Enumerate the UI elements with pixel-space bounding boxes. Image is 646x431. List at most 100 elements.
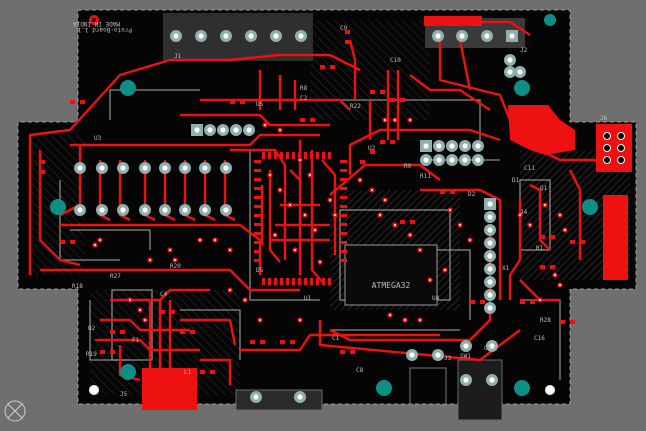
smd-pad-27 [540, 235, 545, 239]
qfp-pad-left-5 [254, 196, 261, 199]
bottom-pad-3 [460, 340, 472, 352]
via-48 [417, 317, 423, 323]
silk-label-r8: R8 [300, 85, 308, 92]
smd-pad-26 [210, 370, 215, 374]
bottom-pad-4 [486, 340, 498, 352]
header-row-mid [191, 124, 255, 136]
smd-pad-20 [190, 330, 195, 334]
via-16 [417, 247, 423, 253]
j1-pad-1-drill [173, 33, 179, 39]
via-6 [272, 232, 278, 238]
bottom-pad-9 [504, 54, 516, 66]
smd-pad-53 [570, 240, 575, 244]
silk-label-r18: R18 [72, 283, 83, 290]
vert-pad-6 [484, 263, 496, 275]
vert-pad-8 [484, 289, 496, 301]
bottom-pad-8 [294, 391, 306, 403]
via-23-drill [429, 279, 431, 281]
hdr2x5-pad-8 [446, 154, 458, 166]
left-pad-top-7 [199, 162, 211, 174]
via-14-drill [394, 224, 396, 226]
qfp-pad-top-8 [304, 152, 307, 159]
via-22 [467, 237, 473, 243]
left-pad-top-8 [220, 162, 232, 174]
ic-main-body [344, 244, 438, 306]
qfp-pad-right-7 [340, 214, 347, 217]
j2-pad-2 [456, 30, 468, 42]
bottom-pad-10 [514, 66, 526, 78]
left-pad-top-4 [139, 162, 151, 174]
j6-pin-1 [603, 132, 611, 140]
silk-label-sw1: SW1 [460, 353, 471, 360]
qfp-pad-right-3 [340, 178, 347, 181]
qfp-pad-bottom-2 [268, 278, 271, 285]
via-29-drill [174, 259, 176, 261]
silk-label-q2: Q2 [88, 325, 96, 332]
via-49 [97, 237, 103, 243]
silk-label-r28: R28 [540, 317, 551, 324]
via-40 [562, 227, 568, 233]
left-pad-top-2 [96, 162, 108, 174]
j1-pad-5 [270, 30, 282, 42]
ic-main[interactable]: ATMEGA32 [344, 244, 438, 306]
mount-hole-3 [50, 199, 66, 215]
bottom-pad-11 [504, 66, 516, 78]
bottom-pad-4-drill [489, 343, 495, 349]
smd-pad-33 [560, 320, 565, 324]
via-18-drill [371, 189, 373, 191]
via-9-drill [329, 199, 331, 201]
smd-pad-9 [380, 140, 385, 144]
vert-pad-9 [484, 302, 496, 314]
vert-pad-3 [484, 224, 496, 236]
left-pad-bot-7 [199, 204, 211, 216]
via-29 [172, 257, 178, 263]
vias [92, 117, 568, 323]
via-23 [427, 277, 433, 283]
j1-pad-1 [170, 30, 182, 42]
via-1 [267, 172, 273, 178]
hdr2x5-pad-4 [459, 140, 471, 152]
via-7-drill [294, 249, 296, 251]
via-53 [382, 117, 388, 123]
hdr2x5-pad-1-drill [423, 143, 429, 149]
bottom-pad-2 [432, 349, 444, 361]
silk-label-d5: D5 [256, 267, 264, 274]
left-pad-top-8-drill [223, 165, 229, 171]
smd-pad-3 [370, 90, 375, 94]
bottom-pad-10-drill [517, 69, 523, 75]
via-46 [387, 312, 393, 318]
silk-label-u1: U1 [304, 295, 312, 302]
via-4-drill [304, 214, 306, 216]
j1-pad-4 [245, 30, 257, 42]
qfp-pad-bottom-5 [286, 278, 289, 285]
smd-pad-19 [180, 330, 185, 334]
via-27-drill [229, 249, 231, 251]
via-2 [277, 187, 283, 193]
silk-label-c11: C11 [524, 165, 535, 172]
left-pad-top-3-drill [120, 165, 126, 171]
smd-pad-21 [110, 330, 115, 334]
smd-pad-12 [360, 160, 365, 164]
via-13-drill [379, 214, 381, 216]
via-33-drill [129, 299, 131, 301]
vert-pad-5-drill [487, 253, 493, 259]
silk-label-q1: Q1 [540, 185, 548, 192]
qfp-pad-top-4 [280, 152, 283, 159]
via-27 [227, 247, 233, 253]
smd-pad-38 [450, 190, 455, 194]
smd-pad-39 [400, 220, 405, 224]
mount-hole-7 [514, 380, 530, 396]
qfp-pad-right-2 [340, 169, 347, 172]
left-pad-bot-4 [139, 204, 151, 216]
vert-pad-4-drill [487, 240, 493, 246]
left-pad-top-2-drill [99, 165, 105, 171]
bottom-pad-8-drill [297, 394, 303, 400]
qfp-pad-left-1 [254, 160, 261, 163]
smd-pad-29 [540, 265, 545, 269]
hdr2x5-pad-1 [420, 140, 432, 152]
hdr2x5-pad-4-drill [462, 143, 468, 149]
left-pad-bot-3 [117, 204, 129, 216]
bottom-pad-7-drill [253, 394, 259, 400]
origin-crosshair-icon [4, 400, 26, 422]
